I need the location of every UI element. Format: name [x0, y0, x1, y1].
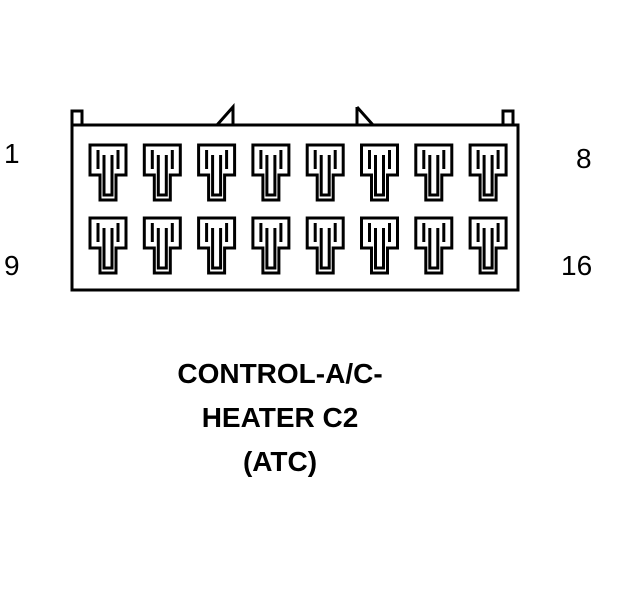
left-latch-tab: [70, 109, 84, 127]
pin-cavity-5: [305, 143, 345, 202]
connector-title-line-3: (ATC): [242, 446, 318, 477]
pin-label-8: 8: [576, 143, 592, 174]
pin-cavity-15: [414, 216, 454, 275]
pin-cavity-11: [197, 216, 237, 275]
pin-cavities: [88, 143, 508, 275]
pin-cavity-9: [88, 216, 128, 275]
connector-housing: [70, 103, 520, 292]
connector-title-line-2: HEATER C2: [201, 402, 359, 433]
pin-cavity-2: [142, 143, 182, 202]
pin-cavity-10: [142, 216, 182, 275]
pin-label-1: 1: [4, 138, 20, 169]
pin-cavity-16: [468, 216, 508, 275]
connector-outline: [70, 123, 520, 292]
pin-label-9: 9: [4, 250, 20, 281]
connector-title: CONTROL-A/C- HEATER C2 (ATC): [130, 352, 430, 484]
pin-cavity-6: [360, 143, 399, 202]
right-latch-tab: [501, 109, 515, 127]
pin-cavity-3: [197, 143, 237, 202]
connector-title-line-1: CONTROL-A/C-: [177, 358, 383, 389]
pin-cavity-12: [251, 216, 291, 275]
pin-cavity-14: [360, 216, 399, 275]
pin-cavity-7: [414, 143, 454, 202]
pin-label-16: 16: [561, 250, 593, 281]
pin-cavity-13: [305, 216, 345, 275]
pin-cavity-4: [251, 143, 291, 202]
keying-ramp-left: [215, 103, 235, 126]
keying-ramp-right: [355, 106, 375, 126]
pin-cavity-8: [468, 143, 508, 202]
pin-cavity-1: [88, 143, 128, 202]
